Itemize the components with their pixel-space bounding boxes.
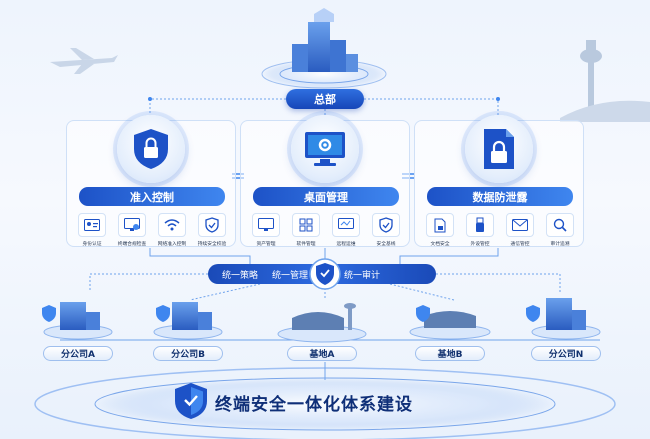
feature-label: 审计追溯 — [550, 241, 570, 247]
title-shield-icon — [172, 381, 210, 421]
strategy-left: 统一策略 — [222, 271, 259, 281]
site-shield-icons — [42, 305, 540, 322]
feature-communication-control[interactable]: 通信管控 — [501, 213, 539, 247]
feature-audit-trace[interactable]: 审计追溯 — [541, 213, 579, 247]
monitor-icon — [252, 213, 280, 237]
airplane-icon — [50, 48, 118, 74]
monitor-check-icon — [118, 213, 146, 237]
feature-security-baseline[interactable]: 安全基线 — [367, 213, 405, 247]
terminal-building-icon — [560, 100, 650, 122]
site-label[interactable]: 分公司N — [531, 346, 601, 361]
feature-label: 文档安全 — [430, 241, 450, 247]
module-card-data-leak-prevention[interactable]: 数据防泄露 文档安全 外设管控 通信管控 审计追溯 — [414, 115, 584, 247]
feature-peripheral-control[interactable]: 外设管控 — [461, 213, 499, 247]
feature-label: 资产管理 — [256, 241, 276, 247]
feature-label: 网络准入控制 — [157, 241, 187, 247]
module-card-desktop-management[interactable]: 桌面管理 资产管理 软件管理 远程运维 安全基线 — [240, 115, 410, 247]
grid-apps-icon — [292, 213, 320, 237]
module-title: 数据防泄露 — [427, 187, 573, 206]
site-label[interactable]: 基地B — [415, 346, 485, 361]
feature-continuous-check[interactable]: 持续安全校验 — [193, 213, 231, 247]
feature-label: 身份认证 — [82, 241, 102, 247]
shield-check-icon — [198, 213, 226, 237]
module-title: 桌面管理 — [253, 187, 399, 206]
control-tower-icon — [580, 40, 602, 122]
document-lock-icon — [426, 213, 454, 237]
feature-label: 持续安全校验 — [197, 241, 227, 247]
center-shield-icon — [309, 257, 341, 291]
feature-label: 软件管理 — [296, 241, 316, 247]
usb-icon — [466, 213, 494, 237]
module-title: 准入控制 — [79, 187, 225, 206]
module-card-access-control[interactable]: 准入控制 身份认证 终端合规检查 网络准入控制 持续安全校验 — [66, 115, 236, 247]
site-label[interactable]: 分公司B — [153, 346, 223, 361]
feature-terminal-compliance[interactable]: 终端合规检查 — [113, 213, 151, 247]
strategy-middle: 统一管理 — [272, 271, 309, 281]
feature-label: 远程运维 — [336, 241, 356, 247]
id-card-icon — [78, 213, 106, 237]
feature-identity-auth[interactable]: 身份认证 — [73, 213, 111, 247]
site-label[interactable]: 分公司A — [43, 346, 113, 361]
feature-label: 安全基线 — [376, 241, 396, 247]
site-buildings — [43, 298, 601, 343]
feature-asset-management[interactable]: 资产管理 — [247, 213, 285, 247]
search-icon — [546, 213, 574, 237]
feature-label: 外设管控 — [470, 241, 490, 247]
feature-label: 终端合规检查 — [117, 241, 147, 247]
document-lock-icon — [465, 115, 533, 183]
feature-label: 通信管控 — [510, 241, 530, 247]
feature-software-management[interactable]: 软件管理 — [287, 213, 325, 247]
remote-monitor-icon — [332, 213, 360, 237]
monitor-gear-icon — [291, 115, 359, 183]
shield-lock-icon — [117, 115, 185, 183]
headquarters-building-icon — [292, 8, 358, 72]
feature-network-access[interactable]: 网络准入控制 — [153, 213, 191, 247]
wifi-icon — [158, 213, 186, 237]
shield-check-icon — [372, 213, 400, 237]
site-label[interactable]: 基地A — [287, 346, 357, 361]
headquarters-label: 总部 — [286, 89, 364, 109]
feature-remote-ops[interactable]: 远程运维 — [327, 213, 365, 247]
feature-document-security[interactable]: 文档安全 — [421, 213, 459, 247]
page-title: 终端安全一体化体系建设 — [215, 394, 413, 415]
mail-icon — [506, 213, 534, 237]
strategy-right: 统一审计 — [344, 271, 381, 281]
